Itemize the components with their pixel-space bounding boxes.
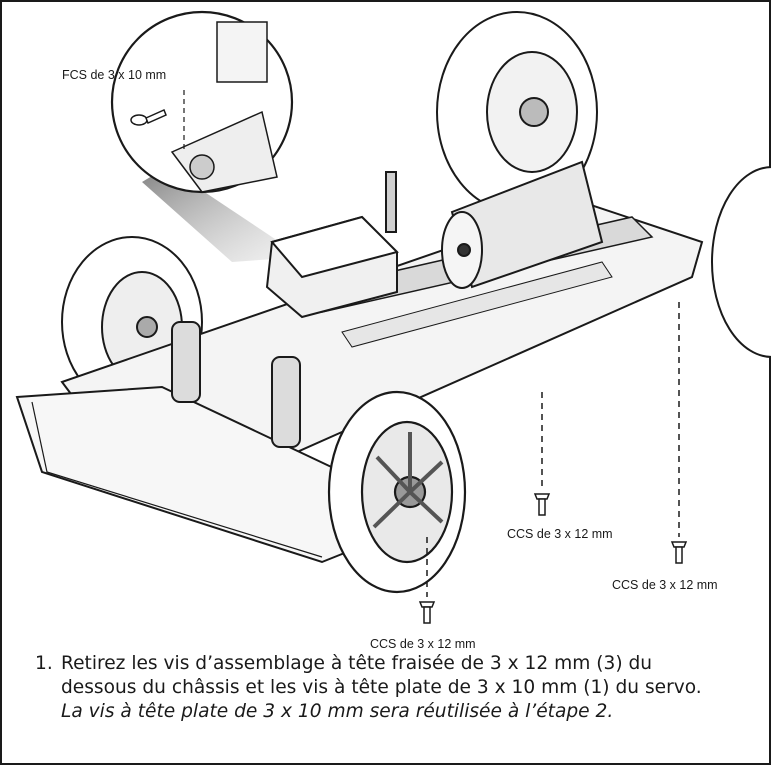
ccs-screw-bottom: [418, 537, 436, 624]
ccs-callout-label-right: CCS de 3 x 12 mm: [612, 578, 718, 592]
ccs-callout-label-center: CCS de 3 x 12 mm: [507, 527, 613, 541]
chassis-illustration: [15, 10, 771, 624]
step-number: 1.: [35, 653, 53, 674]
step-text-line1: Retirez les vis d’assemblage à tête frai…: [61, 653, 653, 674]
step-text-line2: dessous du châssis et les vis à tête pla…: [61, 677, 702, 698]
ccs-callout-label-bottom: CCS de 3 x 12 mm: [370, 637, 476, 651]
ccs-screw-right: [670, 302, 688, 564]
fcs-screw: [130, 108, 167, 126]
magnifier-inset: [110, 10, 294, 194]
step-note: La vis à tête plate de 3 x 10 mm sera ré…: [61, 701, 614, 722]
receiver-box: [265, 171, 399, 319]
motor: [441, 160, 604, 289]
right-wheel: [711, 166, 771, 358]
step-body: Retirez les vis d’assemblage à tête frai…: [61, 652, 755, 724]
ccs-screw-center: [533, 392, 551, 516]
rear-right-wheel: [436, 11, 598, 213]
fcs-callout-label: FCS de 3 x 10 mm: [62, 68, 167, 82]
right-front-wheel: [327, 390, 467, 594]
instruction-step: 1. Retirez les vis d’assemblage à tête f…: [35, 652, 755, 724]
front-shocks: [171, 321, 301, 448]
